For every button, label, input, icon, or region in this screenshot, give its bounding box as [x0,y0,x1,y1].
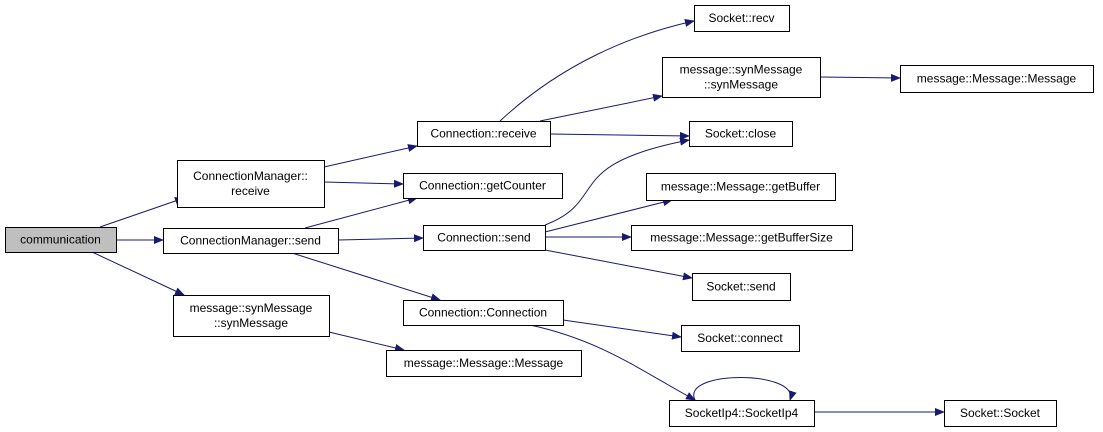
node-cm_receive[interactable]: ConnectionManager::receive [177,160,325,208]
node-box [669,400,815,427]
node-label: ConnectionManager:: [193,169,308,183]
edge-conn_receive-to-sock_recv [499,19,695,122]
node-sock_recv[interactable]: Socket::recv [694,5,790,32]
node-box [403,300,564,326]
node-conn_send[interactable]: Connection::send [423,225,546,251]
node-label: SocketIp4::SocketIp4 [685,406,799,420]
node-box [689,121,793,147]
node-label: Socket::send [706,280,775,294]
edge-conn_connection-to-sockip4 [529,324,696,401]
node-box [631,225,853,251]
node-box [662,57,821,98]
node-label: Socket::recv [708,11,774,25]
node-msg_getbuffer[interactable]: message::Message::getBuffer [646,173,836,201]
node-label: Socket::Socket [960,406,1041,420]
node-box [403,173,563,199]
node-sockip4[interactable]: SocketIp4::SocketIp4 [669,400,815,427]
node-label: communication [20,233,101,247]
node-label: Connection::receive [430,127,536,141]
node-box [692,273,791,301]
node-label: message::Message::getBufferSize [650,231,833,245]
edge-conn_send-to-msg_getbuffer [544,198,673,233]
node-label: Socket::connect [697,331,783,345]
node-label: message::Message::getBuffer [661,180,820,194]
edge-communication-to-syn1 [91,251,185,296]
node-sock_socket[interactable]: Socket::Socket [944,400,1057,427]
node-box [173,295,330,337]
node-syn1[interactable]: message::synMessage::synMessage [173,295,330,337]
node-box [177,160,325,208]
node-box [417,121,551,147]
node-msg_getbuffersize[interactable]: message::Message::getBufferSize [631,225,853,251]
node-box [646,173,836,201]
node-box [386,350,582,377]
node-sock_close[interactable]: Socket::close [689,121,793,147]
edges-layer [91,19,945,416]
node-label: message::synMessage [680,63,803,77]
nodes-layer: communicationConnectionManager::receiveC… [5,5,1094,427]
node-sock_connect[interactable]: Socket::connect [681,325,800,352]
node-box [681,325,800,352]
edge-syn2-to-msg_message2 [819,73,901,82]
node-label: ::synMessage [704,78,778,92]
edge-conn_send-to-sock_send [544,249,693,281]
edge-cm_send-to-conn_send [337,234,424,243]
node-label: receive [231,184,270,198]
node-label: message::Message::Message [917,72,1077,86]
node-msg_message2[interactable]: message::Message::Message [900,65,1094,93]
edge-cm_send-to-conn_getcounter [304,196,418,229]
node-label: ConnectionManager::send [180,234,321,248]
edge-cm_send-to-conn_connection [291,252,441,302]
node-box [694,5,790,32]
edge-conn_receive-to-syn2 [539,93,663,122]
node-label: Connection::send [437,231,530,245]
edge-syn1-to-msg_message1 [328,331,405,352]
node-label: message::synMessage [190,301,313,315]
node-conn_connection[interactable]: Connection::Connection [403,300,564,326]
edge-conn_send-to-sock_close [544,137,690,226]
node-box [163,228,339,254]
node-msg_message1[interactable]: message::Message::Message [386,350,582,377]
edge-conn_connection-to-sock_connect [562,319,682,340]
node-box [944,400,1057,427]
edge-communication-to-cm_receive [99,197,185,228]
node-label: Connection::getCounter [419,179,546,193]
edge-cm_receive-to-conn_receive [323,144,418,168]
edge-conn_receive-to-sock_close [549,131,690,140]
node-syn2[interactable]: message::synMessage::synMessage [662,57,821,98]
node-label: ::synMessage [214,316,288,330]
node-label: Socket::close [705,127,777,141]
node-box [423,225,546,251]
node-conn_receive[interactable]: Connection::receive [417,121,551,147]
edge-cm_receive-to-conn_getcounter [323,179,404,188]
node-conn_getcounter[interactable]: Connection::getCounter [403,173,563,199]
node-box [5,227,117,253]
node-sock_send[interactable]: Socket::send [692,273,791,301]
node-label: message::Message::Message [404,356,564,370]
node-cm_send[interactable]: ConnectionManager::send [163,228,339,254]
node-communication[interactable]: communication [5,227,117,253]
edge-sockip4-to-sockip4 [693,377,797,401]
node-label: Connection::Connection [419,306,547,320]
node-box [900,65,1094,93]
